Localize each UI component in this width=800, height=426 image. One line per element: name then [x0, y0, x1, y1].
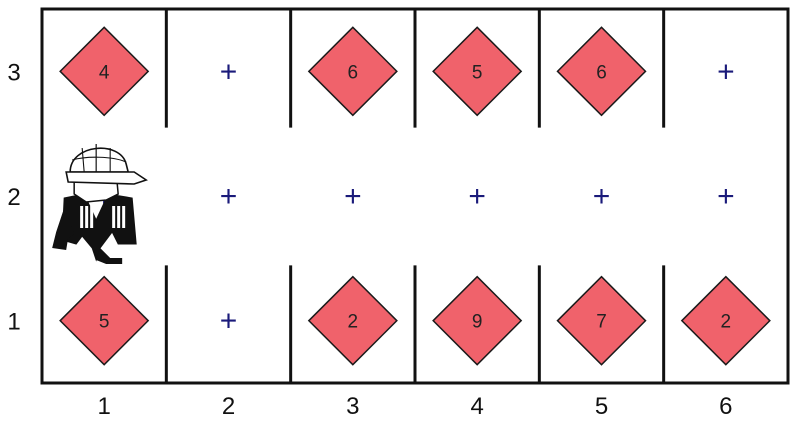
y-axis-label: 3 — [7, 59, 20, 86]
y-axis-label: 2 — [7, 184, 20, 211]
gem-diamond — [307, 275, 398, 366]
gem-value: 5 — [472, 62, 483, 83]
gem-diamond — [432, 275, 523, 366]
gem-cell: 5 — [59, 275, 150, 366]
empty-marker: + — [717, 180, 735, 213]
gem-cell: 2 — [307, 275, 398, 366]
gem-value: 6 — [348, 62, 359, 83]
gem-diamond — [59, 275, 150, 366]
y-axis-label: 1 — [7, 309, 20, 336]
gem-cell: 7 — [556, 275, 647, 366]
gem-value: 7 — [596, 312, 607, 333]
gem-diamond — [556, 26, 647, 117]
gem-value: 4 — [99, 62, 110, 83]
x-axis-label: 3 — [346, 393, 359, 420]
walls-layer — [40, 7, 790, 385]
gem-cell: 6 — [307, 26, 398, 117]
gem-value: 2 — [348, 312, 359, 333]
axis-labels: 1 2 3 4 5 6 1 2 3 — [7, 59, 732, 420]
gem-cell: 9 — [432, 275, 523, 366]
empty-cell: + — [344, 180, 362, 213]
empty-marker: + — [344, 180, 362, 213]
gem-diamond — [432, 26, 523, 117]
gem-cell: 4 — [59, 26, 150, 117]
empty-cell: + — [468, 180, 486, 213]
gem-diamond — [59, 26, 150, 117]
empty-cell: + — [220, 180, 238, 213]
empty-marker: + — [468, 180, 486, 213]
empty-cell: + — [220, 55, 238, 88]
x-axis-label: 2 — [222, 393, 235, 420]
gem-value: 2 — [721, 312, 732, 333]
x-axis-label: 5 — [595, 393, 608, 420]
gem-cell: 2 — [680, 275, 771, 366]
empty-cell: + — [593, 180, 611, 213]
empty-cell: + — [717, 55, 735, 88]
gem-diamond — [307, 26, 398, 117]
empty-marker: + — [220, 180, 238, 213]
gem-value: 9 — [472, 312, 483, 333]
gem-diamond — [556, 275, 647, 366]
gem-cell: 6 — [556, 26, 647, 117]
empty-marker: + — [220, 55, 238, 88]
gem-cell: 5 — [432, 26, 523, 117]
x-axis-label: 6 — [719, 393, 732, 420]
empty-cell: + — [717, 180, 735, 213]
gem-value: 6 — [596, 62, 607, 83]
empty-marker: + — [220, 305, 238, 338]
gem-diamond — [680, 275, 771, 366]
x-axis-label: 4 — [470, 393, 483, 420]
empty-marker: + — [717, 55, 735, 88]
gem-value: 5 — [99, 312, 110, 333]
x-axis-label: 1 — [97, 393, 110, 420]
empty-marker: + — [593, 180, 611, 213]
agent-layer — [52, 144, 148, 264]
empty-cell: + — [220, 305, 238, 338]
miner-agent-icon — [52, 144, 148, 264]
